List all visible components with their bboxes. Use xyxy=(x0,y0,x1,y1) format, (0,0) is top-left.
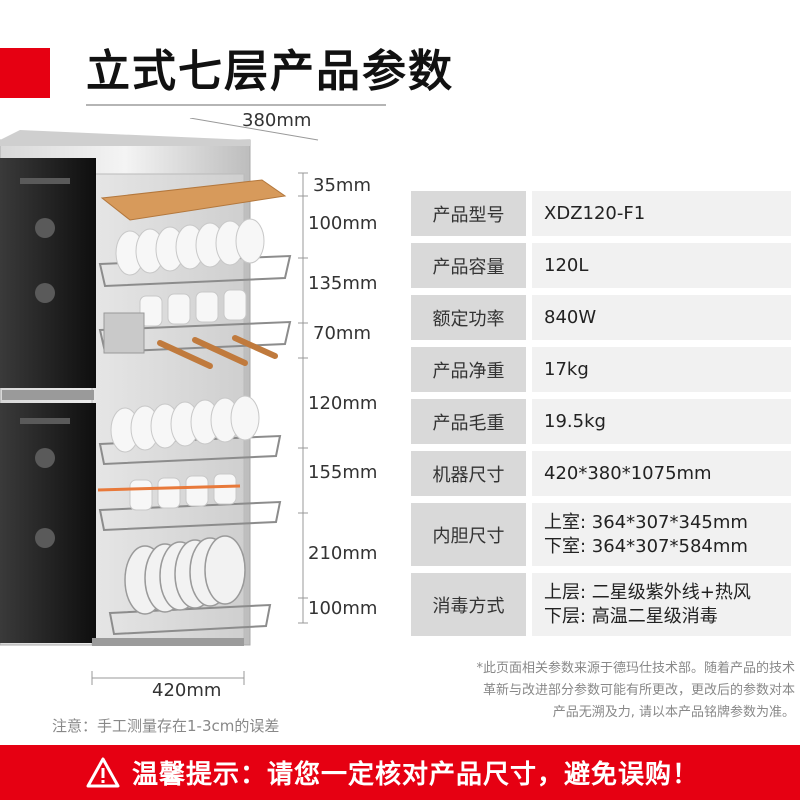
spec-label: 消毒方式 xyxy=(411,573,526,636)
upper-door xyxy=(0,158,96,388)
spec-row: 机器尺寸 420*380*1075mm xyxy=(411,451,791,496)
layer-height-5: 120mm xyxy=(308,393,378,414)
spec-value: 上室: 364*307*345mm xyxy=(544,511,748,533)
spec-value: 19.5kg xyxy=(544,410,606,432)
spec-value: 17kg xyxy=(544,358,589,380)
spec-value: XDZ120-F1 xyxy=(544,202,646,224)
width-top-label: 380mm xyxy=(242,110,312,131)
layer-height-2: 100mm xyxy=(308,213,378,234)
lower-door xyxy=(0,403,96,643)
cabinet-illustration xyxy=(0,118,319,685)
spec-value: 下层: 高温二星级消毒 xyxy=(544,605,718,627)
header-accent-bar xyxy=(0,48,50,98)
measurement-note: 注意：手工测量存在1-3cm的误差 xyxy=(52,717,280,735)
spec-value: 下室: 364*307*584mm xyxy=(544,535,748,557)
layer-height-8: 100mm xyxy=(308,598,378,619)
spec-value-cell: 上层: 二星级紫外线+热风 下层: 高温二星级消毒 xyxy=(532,573,791,636)
footnote: *此页面相关参数来源于德玛仕技术部。随着产品的技术 革新与改进部分参数可能有所更… xyxy=(400,658,795,724)
layer-height-1: 35mm xyxy=(313,175,371,196)
warning-banner: 温馨提示：请您一定核对产品尺寸，避免误购！ xyxy=(0,745,800,800)
spec-label: 产品净重 xyxy=(411,347,526,392)
spec-row: 产品净重 17kg xyxy=(411,347,791,392)
spec-value: 120L xyxy=(544,254,589,276)
layer-height-4: 70mm xyxy=(313,323,371,344)
spec-label: 产品型号 xyxy=(411,191,526,236)
spec-label: 产品容量 xyxy=(411,243,526,288)
spec-row: 内胆尺寸 上室: 364*307*345mm 下室: 364*307*584mm xyxy=(411,503,791,566)
width-bottom-label: 420mm xyxy=(152,680,222,701)
spec-row: 额定功率 840W xyxy=(411,295,791,340)
footnote-line: 产品无溯及力, 请以本产品铭牌参数为准。 xyxy=(552,705,795,720)
spec-value-cell: 840W xyxy=(532,295,791,340)
page-title: 立式七层产品参数 xyxy=(86,46,454,97)
layer-height-7: 210mm xyxy=(308,543,378,564)
spec-value-cell: 19.5kg xyxy=(532,399,791,444)
spec-row: 产品毛重 19.5kg xyxy=(411,399,791,444)
spec-value-cell: 上室: 364*307*345mm 下室: 364*307*584mm xyxy=(532,503,791,566)
spec-label: 机器尺寸 xyxy=(411,451,526,496)
spec-value-cell: 120L xyxy=(532,243,791,288)
banner-text: 温馨提示：请您一定核对产品尺寸，避免误购！ xyxy=(132,760,700,790)
spec-label: 产品毛重 xyxy=(411,399,526,444)
layer-height-3: 135mm xyxy=(308,273,378,294)
title-underline xyxy=(86,104,386,106)
cutting-board xyxy=(100,179,287,221)
warning-triangle-icon xyxy=(86,757,120,787)
spec-value: 420*380*1075mm xyxy=(544,462,712,484)
spec-label: 内胆尺寸 xyxy=(411,503,526,566)
layer-height-6: 155mm xyxy=(308,462,378,483)
spec-row: 产品容量 120L xyxy=(411,243,791,288)
spec-value: 840W xyxy=(544,306,597,328)
spec-row: 产品型号 XDZ120-F1 xyxy=(411,191,791,236)
spec-table: 产品型号 XDZ120-F1 产品容量 120L 额定功率 840W 产品净重 … xyxy=(411,191,791,643)
spec-value-cell: 420*380*1075mm xyxy=(532,451,791,496)
spec-value: 上层: 二星级紫外线+热风 xyxy=(544,581,751,603)
footnote-line: 革新与改进部分参数可能有所更改，更改后的参数对本 xyxy=(482,683,795,698)
footnote-line: *此页面相关参数来源于德玛仕技术部。随着产品的技术 xyxy=(476,661,795,676)
spec-label: 额定功率 xyxy=(411,295,526,340)
spec-value-cell: 17kg xyxy=(532,347,791,392)
spec-value-cell: XDZ120-F1 xyxy=(532,191,791,236)
spec-row: 消毒方式 上层: 二星级紫外线+热风 下层: 高温二星级消毒 xyxy=(411,573,791,636)
